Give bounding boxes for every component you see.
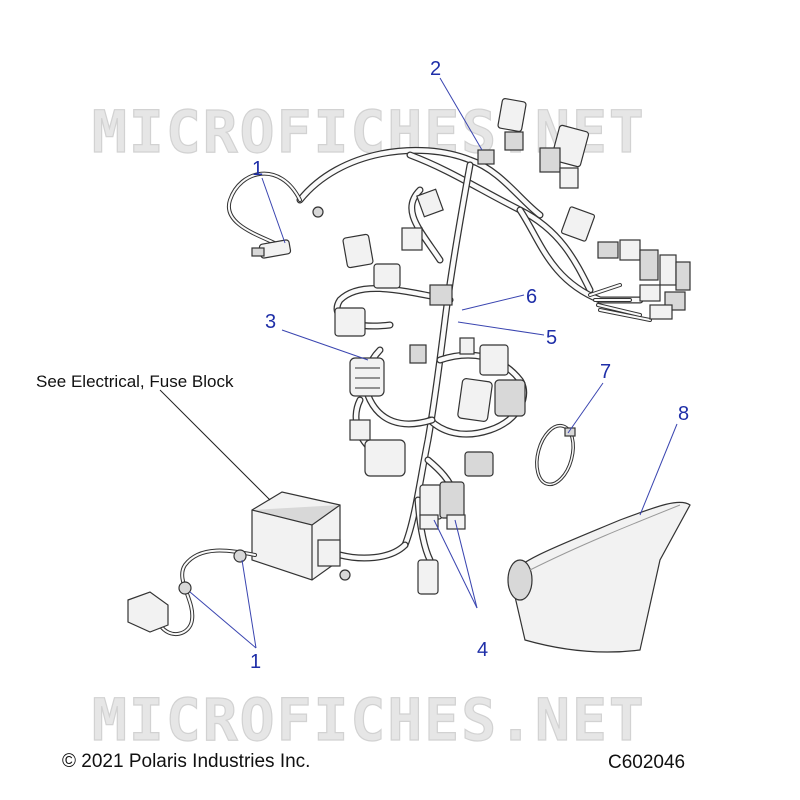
callout-3: 3: [265, 311, 276, 333]
sensor-wire-top: [226, 171, 324, 259]
callout-1-bottom: 1: [250, 651, 261, 673]
callout-8: 8: [678, 403, 689, 425]
harness-sleeve: [507, 501, 691, 653]
wire-harness: [296, 146, 652, 564]
sensor-wire-bottom: [127, 548, 257, 636]
callout-1-top: 1: [252, 158, 263, 180]
top-connectors: [342, 98, 619, 289]
watermark-top: MICROFICHES.NET: [92, 98, 646, 166]
part-3-connector: [349, 357, 385, 397]
part-4-connectors: [417, 481, 466, 595]
watermark-bottom: MICROFICHES.NET: [92, 686, 646, 754]
connector-bank: [619, 239, 691, 320]
callout-4: 4: [477, 639, 488, 661]
callout-5: 5: [546, 327, 557, 349]
copyright-text: © 2021 Polaris Industries Inc.: [62, 751, 310, 772]
callout-2: 2: [430, 58, 441, 80]
cable-tie: [535, 423, 576, 487]
leader-lines: [159, 77, 678, 649]
fuse-block: [251, 491, 351, 581]
callout-6: 6: [526, 286, 537, 308]
middle-connectors: [334, 284, 526, 477]
callout-7: 7: [600, 361, 611, 383]
reference-label: See Electrical, Fuse Block: [36, 372, 234, 391]
drawing-code: C602046: [608, 752, 685, 773]
